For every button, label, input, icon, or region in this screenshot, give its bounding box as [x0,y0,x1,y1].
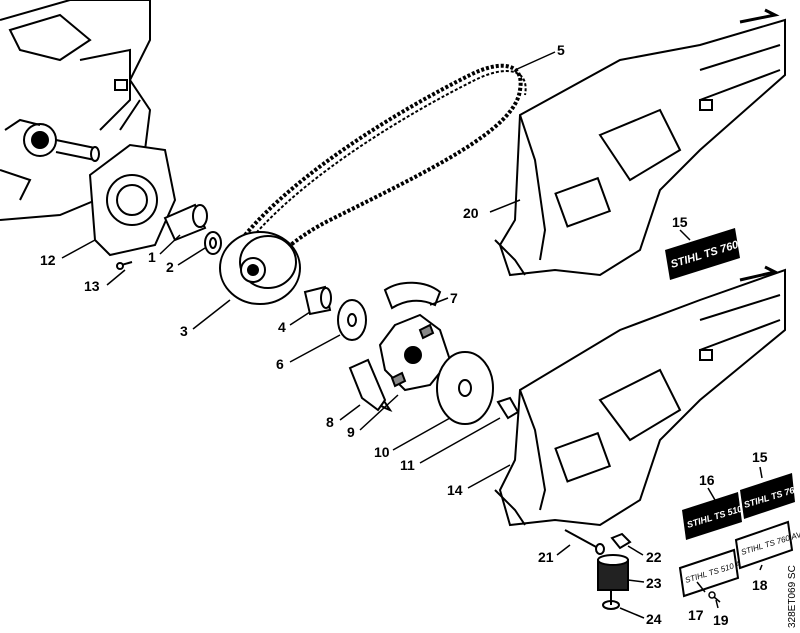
callout-13: 13 [84,278,100,294]
leader-lines [61,51,763,619]
callout-labels: 1 2 3 4 5 6 7 8 9 10 11 12 13 14 15 16 1… [40,42,768,628]
part-21-screw [564,529,605,555]
callout-16: 16 [699,472,715,488]
part-23-buffer [597,554,629,591]
part-8-clutch-shoe [348,358,393,412]
callout-24: 24 [646,611,662,627]
part-13-screw [116,261,133,270]
part-5-chain [243,63,527,260]
part-4-needle-cage [303,285,332,316]
part-1-bushing [163,203,208,242]
callout-21: 21 [538,549,554,565]
part-2-washer [204,231,222,255]
part-22-nut [610,532,632,550]
callout-19: 19 [713,612,729,628]
callout-15-lower: 15 [752,449,768,465]
callout-7: 7 [450,290,458,306]
callout-12: 12 [40,252,56,268]
clutch-carrier [378,313,452,392]
callout-18: 18 [752,577,768,593]
part-19-pin [708,591,721,603]
callout-5: 5 [557,42,565,58]
callout-22: 22 [646,549,662,565]
decal-15-top: STIHL TS 760 [665,228,741,280]
callout-9: 9 [347,424,355,440]
decal-16: STIHL TS 510 [682,492,743,540]
part-3-clutch-drum [219,231,301,305]
callout-2: 2 [166,259,174,275]
decal-18: STIHL TS 760 AV [734,520,800,570]
callout-8: 8 [326,414,334,430]
part-10-clutch-plate [436,351,494,425]
callout-10: 10 [374,444,390,460]
part-7-clutch-shoe [383,281,442,310]
part-20-guard-upper [494,8,786,277]
part-14-guard-lower [494,265,786,527]
part-6-washer [337,299,367,341]
part-24-screw [602,590,620,610]
part-12-plate [88,143,177,257]
callout-15: 15 [672,214,688,230]
callout-14: 14 [447,482,463,498]
callout-6: 6 [276,356,284,372]
callout-1: 1 [148,249,156,265]
callout-17: 17 [688,607,704,623]
decal-15-bottom: STIHL TS 760 [740,473,800,519]
callout-23: 23 [646,575,662,591]
callout-11: 11 [400,457,415,473]
callout-4: 4 [278,319,286,335]
reference-code: 328ET069 SC [787,565,798,628]
part-11-nut [496,396,520,420]
callout-20: 20 [463,205,479,221]
callout-3: 3 [180,323,188,339]
decal-17: STIHL TS 510 AV [678,548,747,598]
